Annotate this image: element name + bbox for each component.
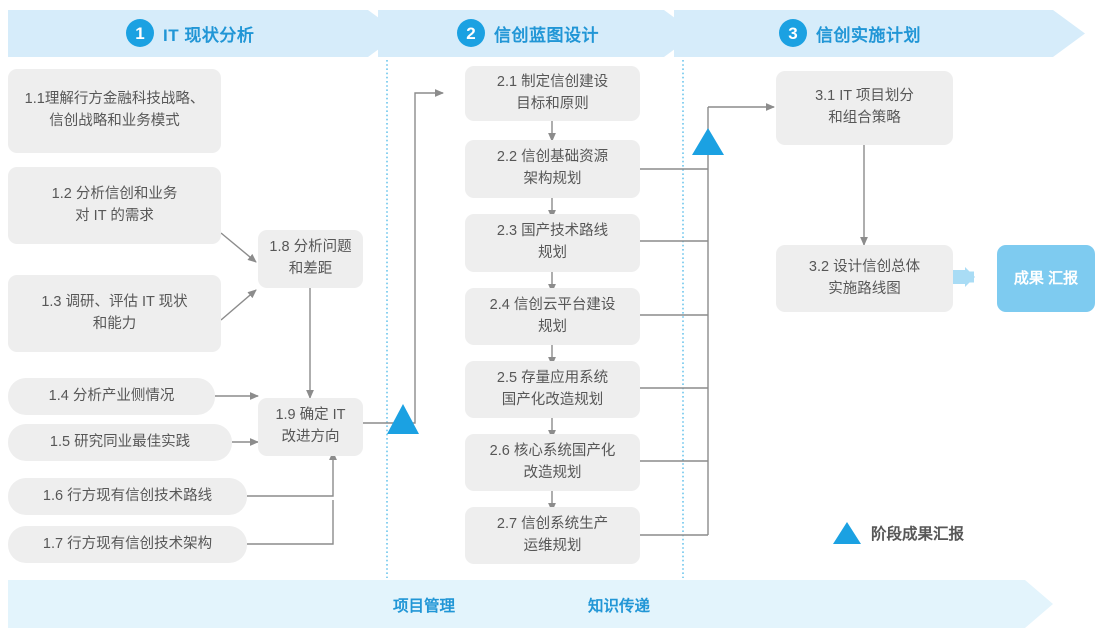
node-2-4-line2: 规划	[538, 318, 567, 335]
node-1-3-line1: 1.3 调研、评估 IT 现状	[41, 293, 188, 310]
node-2-3[interactable]: 2.3 国产技术路线 规划	[465, 214, 640, 272]
node-3-2[interactable]: 3.2 设计信创总体 实施路线图	[776, 245, 953, 312]
node-2-6-line1: 2.6 核心系统国产化	[489, 442, 616, 459]
node-2-3-line1: 2.3 国产技术路线	[496, 223, 609, 240]
node-1-9[interactable]: 1.9 确定 IT 改进方向	[258, 398, 363, 456]
node-1-9-line2: 改进方向	[281, 429, 340, 445]
phase-header-3[interactable]: 3 信创实施计划	[779, 13, 921, 53]
legend-stage-milestone: 阶段成果汇报	[833, 522, 964, 544]
footer-band	[8, 580, 1053, 628]
phase-header-band	[8, 10, 1085, 57]
node-1-2[interactable]: 1.2 分析信创和业务 对 IT 的需求	[8, 167, 221, 244]
node-2-6-line2: 改造规划	[523, 464, 582, 481]
node-1-2-line2: 对 IT 的需求	[75, 207, 154, 224]
triangle-up-icon	[833, 522, 861, 544]
footer-label-1-text: 知识传递	[588, 598, 651, 615]
node-2-2[interactable]: 2.2 信创基础资源 架构规划	[465, 140, 640, 198]
connectors-phase2-to-phase3	[640, 103, 775, 536]
phase-title-3: 信创实施计划	[816, 25, 921, 45]
node-1-5[interactable]: 1.5 研究同业最佳实践	[8, 424, 232, 461]
node-2-5-line2: 国产化改造规划	[501, 391, 604, 408]
node-1-6[interactable]: 1.6 行方现有信创技术路线	[8, 478, 247, 515]
phase-title-1: IT 现状分析	[163, 25, 255, 45]
phase-number-3: 3	[779, 19, 807, 47]
result-badge-line1: 成果	[1013, 269, 1044, 287]
stage-milestone-triangle-2	[692, 128, 724, 155]
result-badge-line2: 汇报	[1048, 269, 1079, 287]
node-2-2-line1: 2.2 信创基础资源	[496, 149, 609, 166]
node-1-2-line1: 1.2 分析信创和业务	[51, 185, 178, 202]
node-1-4[interactable]: 1.4 分析产业侧情况	[8, 378, 215, 415]
node-2-5-line1: 2.5 存量应用系统	[496, 369, 609, 386]
node-2-1-line2: 目标和原则	[516, 95, 589, 112]
node-1-7-line1: 1.7 行方现有信创技术架构	[42, 535, 213, 552]
node-1-1-line1: 1.1理解行方金融科技战略、	[24, 91, 205, 108]
node-1-6-line1: 1.6 行方现有信创技术路线	[42, 487, 213, 504]
node-2-1[interactable]: 2.1 制定信创建设 目标和原则	[465, 66, 640, 121]
stage-milestone-triangle-1	[387, 404, 419, 434]
node-1-8[interactable]: 1.8 分析问题 和差距	[258, 230, 363, 288]
node-3-1-line2: 和组合策略	[828, 110, 901, 126]
node-2-6[interactable]: 2.6 核心系统国产化 改造规划	[465, 434, 640, 491]
node-1-4-line1: 1.4 分析产业侧情况	[48, 387, 175, 404]
node-1-1[interactable]: 1.1理解行方金融科技战略、 信创战略和业务模式	[8, 69, 221, 153]
node-2-4[interactable]: 2.4 信创云平台建设 规划	[465, 288, 640, 345]
node-1-3-line2: 和能力	[92, 315, 137, 332]
node-3-1-line1: 3.1 IT 项目划分	[815, 88, 914, 105]
node-1-5-line1: 1.5 研究同业最佳实践	[49, 433, 191, 450]
phase-number-2: 2	[457, 19, 485, 47]
node-2-3-line2: 规划	[538, 245, 567, 261]
footer-label-project-management[interactable]: 项目管理	[393, 594, 455, 616]
node-3-2-line1: 3.2 设计信创总体	[808, 258, 921, 275]
node-2-4-line1: 2.4 信创云平台建设	[489, 296, 616, 313]
phase-title-2: 信创蓝图设计	[494, 25, 599, 45]
node-1-8-line2: 和差距	[288, 261, 333, 277]
node-2-7-line1: 2.7 信创系统生产	[496, 515, 609, 532]
footer-label-0-text: 项目管理	[393, 598, 456, 615]
node-3-1[interactable]: 3.1 IT 项目划分 和组合策略	[776, 71, 953, 145]
connectors-phase1	[215, 232, 337, 545]
node-2-7-line2: 运维规划	[523, 537, 582, 554]
node-3-2-line2: 实施路线图	[828, 280, 901, 297]
legend-label: 阶段成果汇报	[871, 526, 965, 543]
node-1-3[interactable]: 1.3 调研、评估 IT 现状 和能力	[8, 275, 221, 352]
footer-label-knowledge-transfer[interactable]: 知识传递	[588, 594, 650, 616]
result-report-badge[interactable]: 成果 汇报	[997, 245, 1095, 312]
node-1-9-line1: 1.9 确定 IT	[275, 407, 346, 424]
node-1-1-line2: 信创战略和业务模式	[49, 113, 180, 129]
node-2-7[interactable]: 2.7 信创系统生产 运维规划	[465, 507, 640, 564]
node-2-1-line1: 2.1 制定信创建设	[496, 73, 609, 90]
phase-header-2[interactable]: 2 信创蓝图设计	[457, 13, 599, 53]
node-1-8-line1: 1.8 分析问题	[269, 239, 352, 256]
phase-number-1: 1	[126, 19, 154, 47]
node-1-7[interactable]: 1.7 行方现有信创技术架构	[8, 526, 247, 563]
phase-header-1[interactable]: 1 IT 现状分析	[126, 13, 254, 53]
node-2-5[interactable]: 2.5 存量应用系统 国产化改造规划	[465, 361, 640, 418]
node-2-2-line2: 架构规划	[523, 171, 582, 187]
connector-phase1-to-phase2	[363, 89, 444, 424]
